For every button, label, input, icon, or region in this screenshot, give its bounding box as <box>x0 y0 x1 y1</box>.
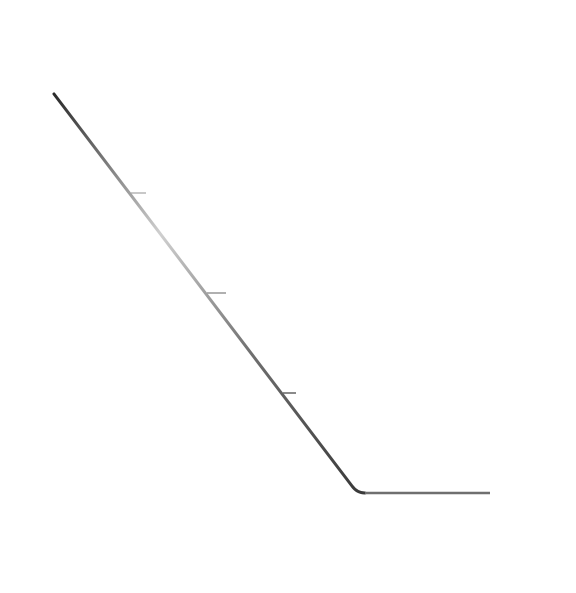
diagonal-line <box>52 92 367 495</box>
